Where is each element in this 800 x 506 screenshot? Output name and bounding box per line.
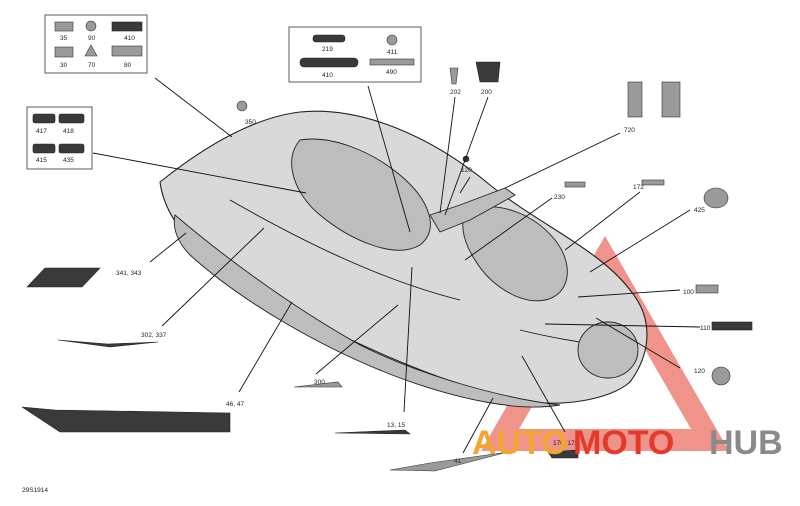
label-200: 200 [481,89,492,96]
label-425: 425 [694,207,705,214]
label-172: 172 [633,184,644,191]
label-219: 219 [322,46,333,53]
label-35: 35 [60,35,68,42]
callout-box-top-center: 219 411 410 490 [288,26,422,83]
logo-part-auto: AUTO [472,424,568,462]
part-labels: 350 202 200 720 120 230 172 425 341, 343… [22,89,711,494]
label-300: 300 [314,379,325,386]
label-70: 70 [88,62,96,69]
callout-box-top-left: 35 90 410 30 70 80 [44,14,148,74]
logo-part-hub: HUB [709,424,783,462]
label-415: 415 [36,157,47,164]
label-410a: 410 [124,35,135,42]
label-417: 417 [36,128,47,135]
label-30: 30 [60,62,68,69]
label-170-173: 170, 173 [553,440,579,447]
logo-part-moto: MOTO [573,424,674,462]
label-435: 435 [63,157,74,164]
leader-lines [92,77,701,454]
label-120b: 120 [694,368,705,375]
callout-box-left-mid: 417 418 415 435 [26,106,93,170]
watercraft-hull [159,110,648,408]
label-13-15: 13, 15 [387,422,405,429]
label-202: 202 [450,89,461,96]
label-80: 80 [124,62,132,69]
decal-pieces [21,61,753,472]
label-350: 350 [245,119,256,126]
automotohub-logo: AUTO MOTO HUB [472,424,783,462]
label-46-47: 46, 47 [226,401,244,408]
label-90: 90 [88,35,96,42]
label-490: 490 [386,69,397,76]
label-110: 110 [700,325,711,332]
label-230: 230 [554,194,565,201]
label-302-337: 302, 337 [141,332,167,339]
label-120: 120 [461,167,472,174]
label-100: 100 [683,289,694,296]
label-41: 41 [454,458,462,465]
label-418: 418 [63,128,74,135]
label-411: 411 [387,49,398,56]
diagram-id: 29S1914 [22,487,48,494]
label-720: 720 [624,127,635,134]
label-341-343: 341, 343 [116,270,142,277]
label-410b: 410 [322,72,333,79]
